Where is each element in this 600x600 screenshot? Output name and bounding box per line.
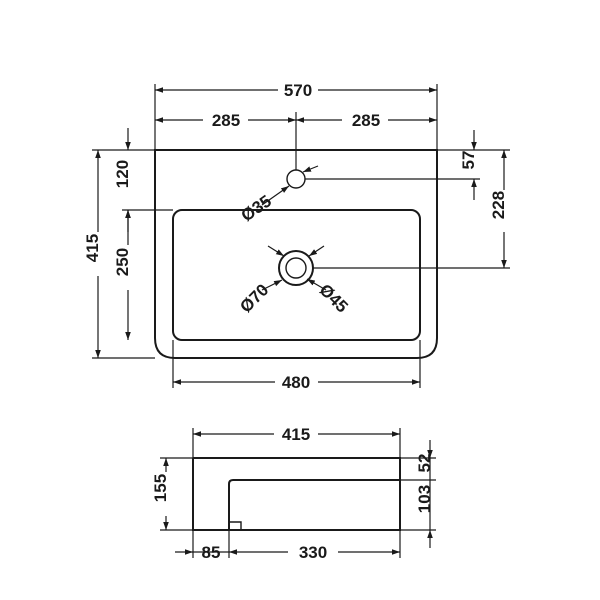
basin-outline [154,149,438,359]
label-285-left: 285 [212,111,240,130]
dim-tap-hole-offset: 57 [459,130,478,200]
dim-side-height: 155 [151,458,170,530]
label-228: 228 [489,191,508,219]
label-85: 85 [202,543,221,562]
tap-hole [286,169,306,189]
label-480: 480 [282,373,310,392]
label-415-plan: 415 [83,234,102,262]
label-120: 120 [113,160,132,188]
dim-overall-depth: 415 [83,150,102,358]
dim-waste-offset: 228 [489,150,508,268]
label-330: 330 [299,543,327,562]
side-outline [192,457,401,531]
dim-bowl-height: 103 [415,480,434,548]
label-diameter-45: Ø45 [316,280,352,316]
dim-rim-thickness: 52 [415,440,434,480]
dim-side-depth: 415 [193,425,400,444]
label-103: 103 [415,485,434,513]
label-diameter-35: Ø35 [238,191,275,225]
dim-waste-diameters: Ø70 Ø45 [236,245,352,316]
dim-front-to-bowl: 120 [113,128,132,232]
waste-inner [285,257,307,279]
dim-bowl-length: 330 [229,543,400,562]
label-415-side: 415 [282,425,310,444]
label-155: 155 [151,474,170,502]
dim-bowl-depth: 250 [113,210,132,340]
label-52: 52 [415,454,434,473]
dim-bowl-width: 480 [173,373,420,392]
label-285-right: 285 [352,111,380,130]
label-250: 250 [113,248,132,276]
dim-tap-hole-diameter: Ø35 [238,165,319,225]
label-diameter-70: Ø70 [236,280,272,316]
dim-rear-offset: 85 [175,543,229,562]
dim-overall-width: 570 [155,81,437,100]
side-view: 415 155 52 103 85 330 [151,425,436,562]
label-570: 570 [284,81,312,100]
label-57: 57 [459,151,478,170]
plan-view: 570 285 285 415 120 250 [83,81,510,392]
dim-half-widths: 285 285 [155,111,437,130]
side-extension-lines [160,428,436,558]
side-notch [230,521,242,530]
bowl-outline [172,209,421,341]
